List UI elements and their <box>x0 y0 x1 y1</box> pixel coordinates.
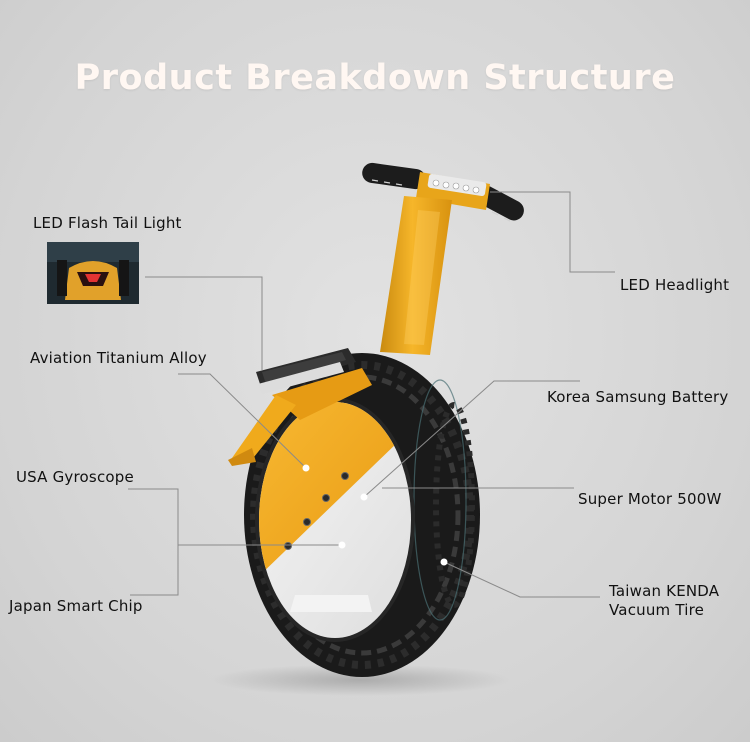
leader-dots <box>302 464 448 566</box>
label-titanium-alloy: Aviation Titanium Alloy <box>30 349 207 367</box>
page-title: Product Breakdown Structure <box>74 58 676 98</box>
label-battery: Korea Samsung Battery <box>547 388 729 406</box>
label-tire: Taiwan KENDA Vacuum Tire <box>609 582 719 620</box>
label-motor: Super Motor 500W <box>578 490 722 508</box>
label-tire-line2: Vacuum Tire <box>609 601 705 619</box>
tail-light-thumbnail <box>47 242 139 304</box>
label-tail-light: LED Flash Tail Light <box>33 214 182 232</box>
label-gyroscope: USA Gyroscope <box>16 468 134 486</box>
label-tire-line1: Taiwan KENDA <box>609 582 720 600</box>
side-cover <box>255 398 415 642</box>
foot-pedal <box>256 348 356 394</box>
label-headlight: LED Headlight <box>620 276 730 294</box>
label-smart-chip: Japan Smart Chip <box>9 597 143 615</box>
mudguard <box>228 368 372 466</box>
leader-lines <box>128 191 615 598</box>
bolts <box>284 472 349 550</box>
ground-shadow <box>210 664 510 696</box>
upright-stem <box>380 196 452 355</box>
